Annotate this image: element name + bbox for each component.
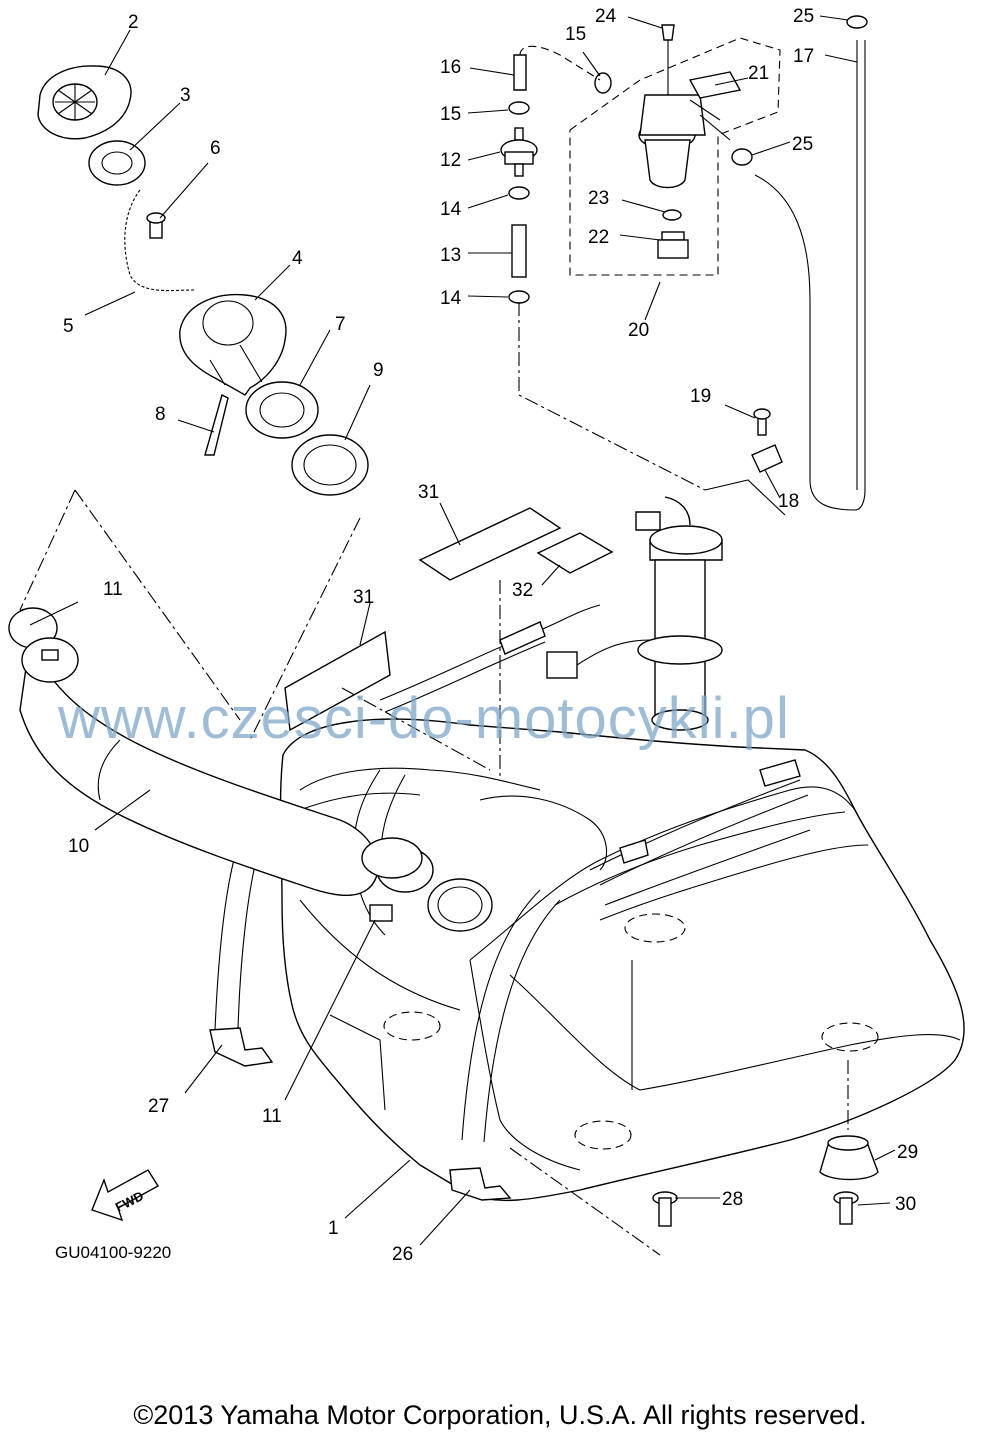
callout-14-lower: 14 [440,288,462,309]
callout-17: 17 [793,46,814,67]
callout-1: 1 [328,1218,339,1239]
callout-27: 27 [148,1096,169,1117]
callout-4: 4 [292,248,303,269]
hose-clip-14-upper [508,186,530,200]
filler-cap [37,65,132,140]
hose-clip-15-right [594,72,612,94]
callout-25-top: 25 [793,6,814,27]
neck-gasket [245,381,319,439]
filler-hose [19,637,379,897]
callout-31-upper: 31 [418,482,439,503]
callout-24: 24 [595,6,617,27]
cap-gasket [88,140,146,186]
callout-32: 32 [512,580,533,601]
cap-chain [124,189,196,292]
callout-8: 8 [155,404,166,425]
callout-3: 3 [180,85,191,106]
callout-15-left: 15 [440,104,461,125]
fuel-hose-return [754,40,866,511]
callout-9: 9 [373,360,384,381]
valve-assembly [569,24,781,276]
callout-11-upper: 11 [103,579,123,600]
reference-lines [19,302,849,1256]
callout-2: 2 [128,12,139,33]
mount-bolt-28 [652,1191,678,1227]
callout-19: 19 [690,386,711,407]
callout-6: 6 [210,138,221,159]
neck-seal [291,434,369,496]
warning-label-a [418,507,562,581]
fwd-arrow-icon: FWD [91,1169,159,1222]
callout-29: 29 [897,1142,918,1163]
callout-25-right: 25 [792,134,813,155]
callout-15-right: 15 [565,24,586,45]
callout-13: 13 [440,245,461,266]
callout-10: 10 [68,836,89,857]
copyright-notice: ©2013 Yamaha Motor Corporation, U.S.A. A… [133,1400,867,1430]
hose-holder-clip [751,408,783,473]
warning-label-c [284,630,391,732]
callout-leaders [29,15,896,1246]
hose-clip-14-lower [508,290,530,304]
filler-neck [179,293,287,456]
callout-20: 20 [628,320,649,341]
callout-12: 12 [440,150,461,171]
callout-16: 16 [440,57,461,78]
cap-screw [146,212,166,239]
hose-clamp-25-top [846,15,868,29]
callout-14-upper: 14 [440,199,462,220]
callout-23: 23 [588,188,609,209]
hose-clamp-25-right [731,148,753,166]
watermark-text: www.czesci-do-motocykli.pl [57,686,790,751]
hose-clip-15-left [508,101,530,115]
callout-labels: 2 3 6 4 5 7 9 8 11 10 11 27 1 26 28 29 3… [63,6,918,1265]
tank-strap-rear [209,839,274,1067]
callout-5: 5 [63,316,74,337]
rubber-mount [819,1135,879,1181]
tank-strap-front [449,889,561,1201]
callout-30: 30 [895,1194,916,1215]
vent-hose-16 [513,45,601,91]
hose-clamp-lower [361,837,423,922]
callout-22: 22 [588,227,609,248]
warning-label-b [536,532,614,574]
fuel-hose-feed [511,224,527,278]
fuel-sender-unit [546,496,723,731]
callout-11-lower: 11 [262,1106,282,1127]
callout-26: 26 [392,1244,413,1265]
callout-21: 21 [748,63,769,84]
callout-28: 28 [722,1189,743,1210]
fuel-filter [500,127,538,177]
diagram-code: GU04100-9220 [55,1243,171,1262]
mount-bolt-30 [833,1191,859,1225]
callout-7: 7 [335,314,346,335]
callout-18: 18 [778,491,799,512]
callout-31-lower: 31 [353,587,374,608]
